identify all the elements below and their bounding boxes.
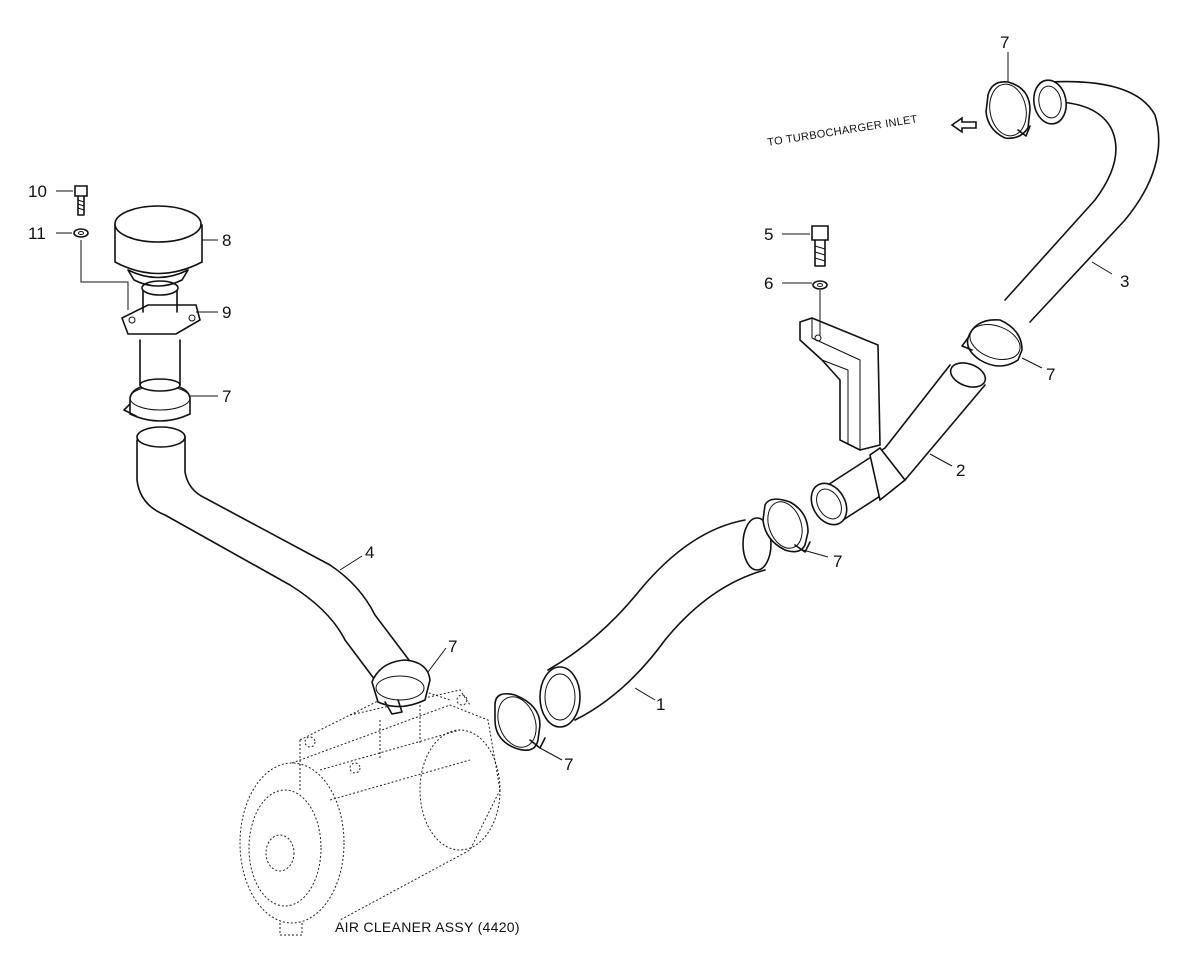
breather-cap-8	[114, 205, 203, 287]
bolt-10	[74, 185, 88, 216]
leader-lines	[56, 52, 1113, 761]
callout-6: 6	[764, 274, 773, 293]
hose-3	[1004, 79, 1160, 323]
turbo-arrow-icon	[950, 116, 977, 134]
bolt-5	[811, 225, 829, 267]
callout-7-left: 7	[222, 387, 231, 406]
callout-11: 11	[28, 224, 46, 243]
callout-8: 8	[222, 231, 231, 250]
callout-7-mid: 7	[833, 552, 842, 571]
callout-2: 2	[956, 461, 965, 480]
washer-11	[73, 228, 89, 238]
callout-3: 3	[1120, 272, 1129, 291]
clamp-7-left	[123, 383, 191, 422]
mounting-bracket	[799, 317, 881, 451]
callout-5: 5	[764, 225, 773, 244]
hose-4	[136, 426, 416, 681]
turbo-inlet-label: TO TURBOCHARGER INLET	[767, 113, 919, 149]
fitting-9	[120, 280, 201, 392]
hose-2	[810, 362, 987, 526]
clamp-7-top	[985, 80, 1031, 140]
callout-10: 10	[28, 182, 47, 201]
clamp-7-air-cleaner	[371, 659, 431, 715]
callout-7-air-cleaner: 7	[448, 637, 457, 656]
callout-9: 9	[222, 303, 231, 322]
air-cleaner-label: AIR CLEANER ASSY (4420)	[335, 919, 520, 935]
callout-7-top: 7	[1000, 33, 1009, 52]
clamp-7-right	[961, 319, 1023, 367]
clamp-7-low	[494, 692, 546, 751]
air-cleaner-assembly	[239, 689, 501, 936]
callout-7-right: 7	[1046, 365, 1055, 384]
callout-7-low: 7	[564, 755, 573, 774]
clamp-7-mid	[762, 498, 811, 553]
hose-1	[539, 517, 772, 728]
callout-1: 1	[656, 695, 665, 714]
callout-4: 4	[365, 543, 374, 562]
washer-6	[812, 280, 828, 290]
